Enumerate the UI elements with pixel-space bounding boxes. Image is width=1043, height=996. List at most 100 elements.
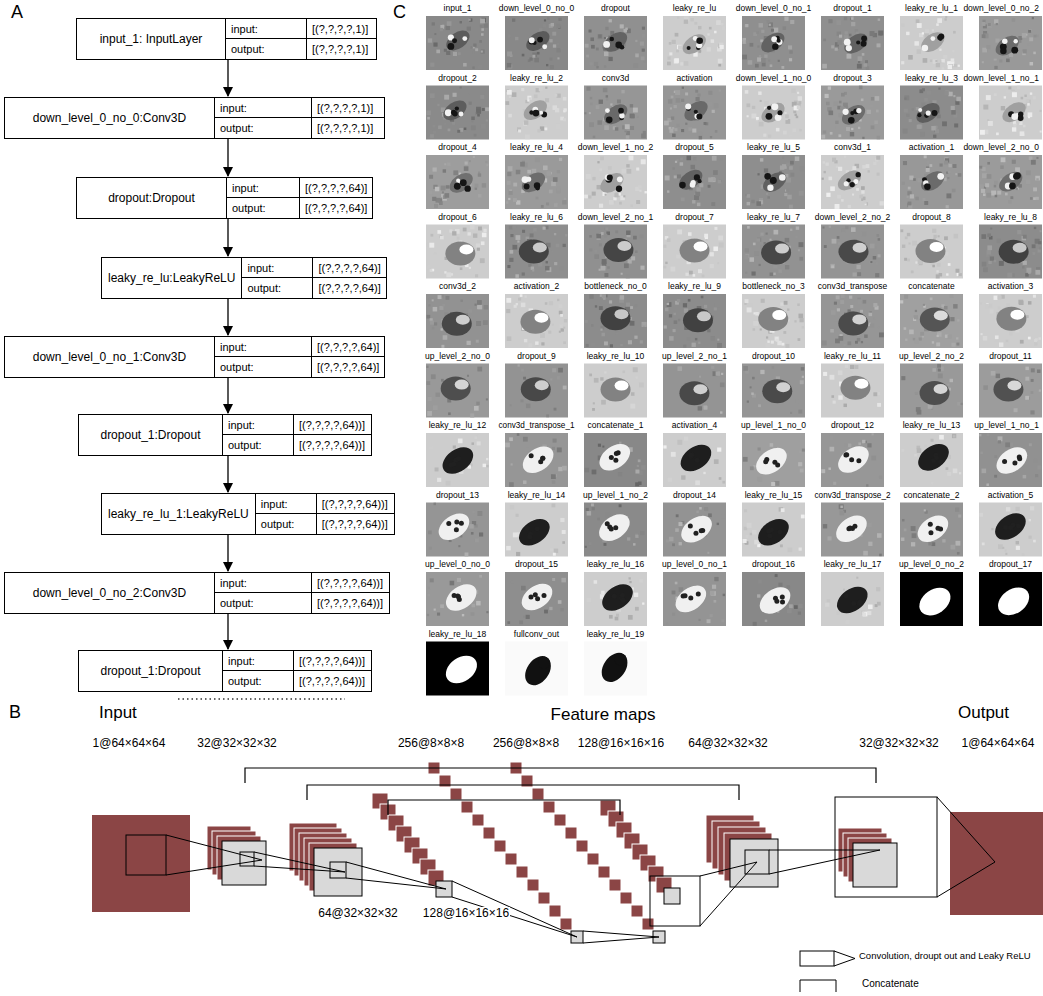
map-object — [455, 380, 469, 390]
map-noise — [773, 264, 778, 269]
map-noise — [766, 193, 768, 195]
map-noise — [681, 99, 684, 102]
map-spot — [696, 114, 702, 120]
map-noise — [912, 241, 917, 246]
feature-map-image — [584, 294, 647, 348]
feature-map-image — [979, 294, 1042, 348]
map-noise — [533, 228, 537, 232]
map-spot — [779, 174, 786, 181]
map-noise — [769, 24, 771, 26]
map-noise — [432, 197, 436, 201]
map-noise — [772, 366, 775, 369]
map-noise — [1020, 340, 1024, 344]
map-noise — [604, 371, 606, 373]
map-noise — [831, 265, 834, 268]
map-noise — [558, 368, 563, 373]
map-noise — [829, 226, 831, 228]
map-object — [840, 376, 870, 400]
map-noise — [458, 52, 461, 55]
map-noise — [773, 273, 775, 275]
map-noise — [609, 300, 612, 303]
map-object — [913, 99, 943, 127]
map-noise — [586, 174, 591, 179]
map-noise — [1019, 301, 1023, 305]
map-noise — [698, 342, 700, 344]
feature-map-image — [584, 86, 647, 140]
map-noise — [516, 303, 518, 305]
map-noise — [556, 244, 560, 248]
map-noise — [987, 250, 992, 255]
map-ground — [584, 294, 647, 348]
map-noise — [798, 410, 802, 414]
map-noise — [595, 305, 597, 307]
map-noise — [880, 201, 884, 205]
map-noise — [599, 168, 602, 171]
map-noise — [635, 250, 638, 253]
map-noise — [1012, 127, 1016, 131]
map-noise — [710, 136, 712, 138]
map-spot — [771, 103, 778, 110]
map-noise — [599, 243, 602, 246]
map-noise — [788, 45, 792, 49]
map-noise — [472, 51, 475, 54]
map-noise — [982, 61, 984, 63]
map-noise — [979, 184, 983, 188]
map-noise — [560, 324, 563, 327]
map-noise — [474, 304, 476, 306]
map-noise — [745, 272, 747, 274]
map-noise — [759, 23, 763, 27]
map-ground — [426, 86, 489, 140]
map-noise — [556, 24, 560, 28]
map-noise — [589, 235, 592, 238]
map-noise — [433, 125, 436, 128]
map-noise — [481, 241, 485, 245]
map-noise — [441, 328, 443, 330]
map-noise — [510, 404, 512, 406]
map-noise — [523, 377, 526, 380]
map-spot — [605, 108, 610, 113]
map-noise — [621, 90, 624, 93]
map-noise — [914, 41, 918, 45]
map-noise — [745, 248, 749, 252]
map-noise — [522, 272, 525, 275]
map-object — [934, 311, 948, 321]
map-noise — [848, 205, 851, 208]
feature-map-image — [979, 225, 1042, 279]
map-noise — [983, 267, 988, 272]
map-noise — [757, 238, 761, 242]
map-noise — [844, 31, 847, 34]
map-object — [759, 168, 789, 196]
map-noise — [623, 195, 625, 197]
map-noise — [610, 103, 612, 105]
map-noise — [718, 43, 723, 48]
map-noise — [797, 92, 799, 94]
map-noise — [866, 66, 869, 69]
map-noise — [506, 201, 508, 203]
map-noise — [554, 203, 558, 207]
map-noise — [906, 114, 909, 117]
map-noise — [596, 66, 598, 68]
map-noise — [432, 327, 434, 329]
map-noise — [677, 16, 679, 18]
map-noise — [747, 401, 749, 403]
map-noise — [752, 377, 755, 380]
map-noise — [601, 266, 606, 271]
map-noise — [437, 230, 441, 234]
map-noise — [592, 408, 595, 411]
map-noise — [799, 318, 803, 322]
map-noise — [747, 307, 752, 312]
map-noise — [784, 301, 788, 305]
map-noise — [930, 297, 933, 300]
map-ground — [900, 16, 963, 70]
map-ground — [742, 364, 805, 418]
map-noise — [698, 26, 701, 29]
map-noise — [633, 236, 637, 240]
feature-map-image — [505, 16, 568, 70]
map-noise — [1006, 303, 1009, 306]
map-noise — [760, 158, 763, 161]
map-noise — [988, 261, 991, 264]
map-noise — [878, 326, 880, 328]
map-noise — [516, 235, 521, 240]
map-noise — [558, 18, 561, 21]
map-noise — [850, 305, 853, 308]
